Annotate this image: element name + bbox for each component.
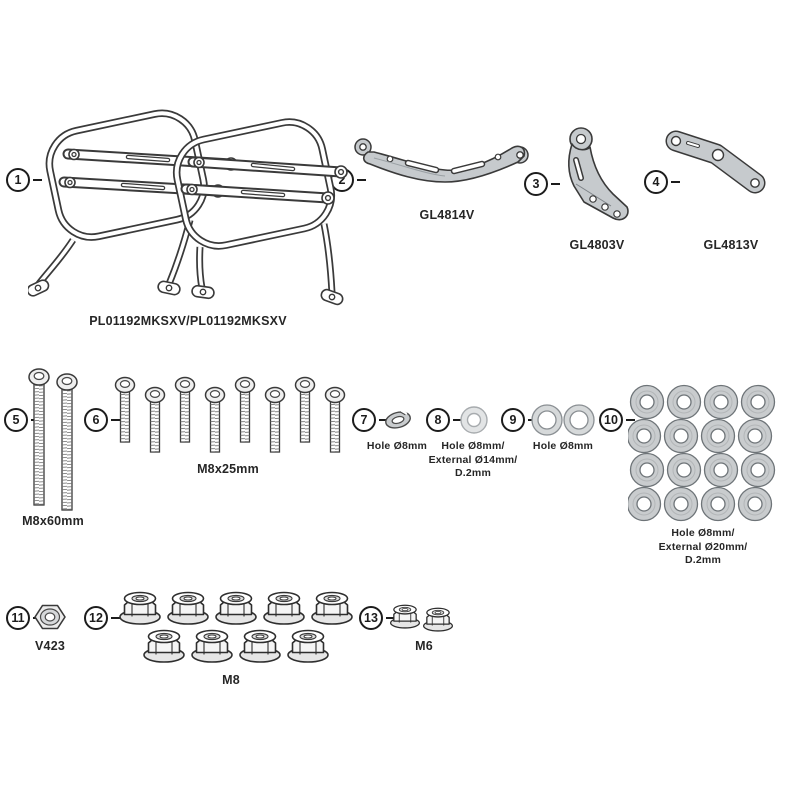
arm-bracket-drawing: [665, 130, 766, 194]
bolts-drawing: [114, 376, 346, 453]
callout-5: 5: [4, 408, 40, 432]
part-9-number: 9: [501, 408, 525, 432]
long-bolts-drawing: [28, 368, 78, 511]
part-11-number: 11: [6, 606, 30, 630]
special-nut-drawing: [34, 604, 66, 630]
pointer-line: [379, 419, 388, 421]
large-washers-drawing: [628, 384, 776, 522]
part-7-number: 7: [352, 408, 376, 432]
flat-washers-drawing: [531, 404, 595, 436]
pointer-line: [551, 183, 560, 185]
pointer-line: [453, 419, 462, 421]
right-frame: [172, 118, 348, 306]
part-11-label: V423: [35, 639, 65, 653]
pointer-line: [386, 617, 395, 619]
pointer-line: [626, 419, 635, 421]
part-12-number: 12: [84, 606, 108, 630]
part-10-label-line3: D.2mm: [684, 554, 721, 566]
part-3-label: GL4803V: [569, 238, 625, 252]
angled-bracket-drawing: [568, 127, 629, 221]
part-10-label-line2: External Ø20mm/: [658, 540, 748, 553]
part-10-label: Hole Ø8mm/ External Ø20mm/ D.2mm: [650, 527, 756, 568]
callout-6: 6: [84, 408, 120, 432]
spring-washer-drawing: [385, 409, 411, 429]
callout-1: 1: [6, 168, 42, 192]
part-8-label-line3: D.2mm: [454, 467, 491, 479]
flat-washer-drawing: [460, 406, 488, 434]
part-8-number: 8: [426, 408, 450, 432]
callout-3: 3: [524, 172, 560, 196]
callout-12: 12: [84, 606, 120, 630]
part-5-number: 5: [4, 408, 28, 432]
callout-7: 7: [352, 408, 388, 432]
part-13-number: 13: [359, 606, 383, 630]
part-5-label: M8x60mm: [22, 514, 84, 528]
part-1-number: 1: [6, 168, 30, 192]
part-10-number: 10: [599, 408, 623, 432]
part-8-label: Hole Ø8mm/ External Ø14mm/ D.2mm: [420, 440, 526, 481]
pointer-line: [111, 419, 120, 421]
pointer-line: [357, 179, 366, 181]
pointer-line: [671, 181, 680, 183]
cross-bracket-drawing: [354, 138, 529, 183]
part-8-label-line2: External Ø14mm/: [428, 453, 518, 466]
part-10-label-line1: Hole Ø8mm/: [671, 527, 735, 539]
side-case-frames-drawing: [28, 109, 348, 306]
callout-4: 4: [644, 170, 680, 194]
flange-nuts-m6-drawing: [389, 604, 454, 632]
part-4-number: 4: [644, 170, 668, 194]
part-6-number: 6: [84, 408, 108, 432]
part-3-number: 3: [524, 172, 548, 196]
part-2-label: GL4814V: [419, 208, 475, 222]
part-12-label: M8: [222, 673, 240, 687]
part-4-label: GL4813V: [703, 238, 759, 252]
pointer-line: [33, 179, 42, 181]
part-8-label-line1: Hole Ø8mm/: [441, 440, 505, 452]
part-13-label: M6: [415, 639, 433, 653]
flange-nuts-m8-drawing: [119, 591, 353, 663]
part-9-label: Hole Ø8mm: [532, 440, 594, 452]
part-1-label: PL01192MKSXV/PL01192MKSXV: [89, 314, 287, 328]
part-6-label: M8x25mm: [197, 462, 259, 476]
pointer-line: [111, 617, 120, 619]
callout-10: 10: [599, 408, 635, 432]
callout-11: 11: [6, 606, 42, 630]
part-7-label: Hole Ø8mm: [366, 440, 428, 452]
callout-8: 8: [426, 408, 462, 432]
callout-13: 13: [359, 606, 395, 630]
